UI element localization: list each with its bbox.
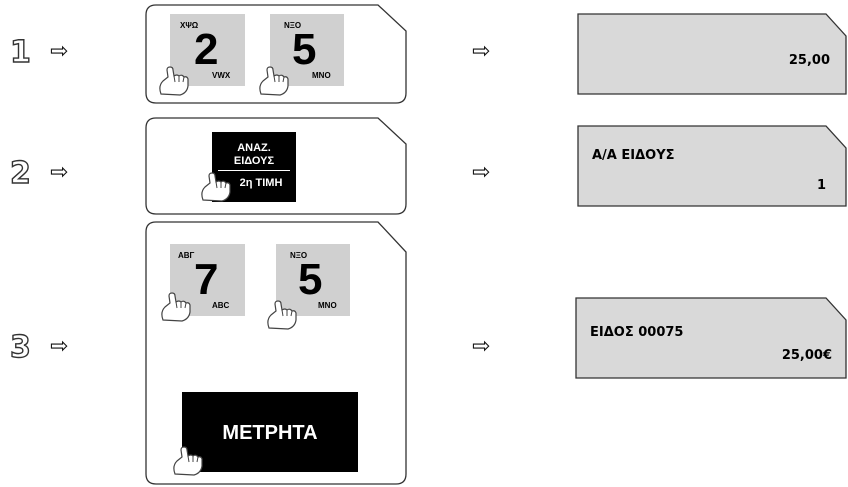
- step-2-number: 2: [9, 156, 31, 191]
- cash-button-label: ΜΕΤΡΗΤΑ: [222, 422, 318, 444]
- hand-pointer-icon: [259, 66, 289, 96]
- key-digit: 5: [292, 25, 317, 74]
- display-line-2: 25,00: [788, 53, 830, 68]
- key-top-letters: ΝΞΟ: [284, 21, 302, 30]
- step-3-number: 3: [9, 330, 31, 365]
- right-arrow-icon: ⇨: [50, 334, 69, 359]
- display-step-3: [575, 297, 847, 379]
- button-divider: [218, 170, 290, 171]
- key-digit: 5: [298, 255, 323, 304]
- key-5[interactable]: ΝΞΟ 5 ΜΝΟ: [276, 244, 350, 316]
- cash-button[interactable]: ΜΕΤΡΗΤΑ: [182, 392, 358, 472]
- right-arrow-icon: ⇨: [472, 39, 491, 64]
- hand-pointer-icon: [159, 66, 189, 96]
- key-sub-letters: ΜΝΟ: [318, 301, 337, 310]
- display-step-1: [577, 13, 847, 95]
- search-item-button[interactable]: ΑΝΑΖ. ΕΙΔΟΥΣ 2η ΤΙΜΗ: [212, 132, 296, 202]
- right-arrow-icon: ⇨: [50, 39, 69, 64]
- display-line-1: Α/Α ΕΙΔΟΥΣ: [592, 148, 675, 163]
- hand-pointer-icon: [161, 292, 191, 322]
- right-arrow-icon: ⇨: [472, 160, 491, 185]
- key-top-letters: ΝΞΟ: [290, 251, 308, 260]
- button-line-3: 2η ΤΙΜΗ: [239, 177, 283, 189]
- display-line-1: ΕΙΔΟΣ 00075: [590, 325, 684, 340]
- key-sub-letters: VWX: [212, 71, 231, 80]
- right-arrow-icon: ⇨: [50, 160, 69, 185]
- display-line-2: 25,00€: [781, 348, 832, 363]
- hand-pointer-icon: [267, 300, 297, 330]
- key-5[interactable]: ΝΞΟ 5 ΜΝΟ: [270, 14, 344, 86]
- display-line-2: 1: [816, 178, 826, 193]
- button-line-2: ΕΙΔΟΥΣ: [233, 155, 275, 167]
- button-line-1: ΑΝΑΖ.: [237, 142, 271, 154]
- display-step-2: [577, 125, 847, 207]
- right-arrow-icon: ⇨: [472, 334, 491, 359]
- step-1-number: 1: [9, 35, 31, 70]
- hand-pointer-icon: [201, 172, 231, 202]
- key-digit: 2: [194, 25, 219, 74]
- key-top-letters: ΧΨΩ: [180, 21, 199, 30]
- key-sub-letters: ΜΝΟ: [312, 71, 331, 80]
- key-2[interactable]: ΧΨΩ 2 VWX: [170, 14, 245, 86]
- key-top-letters: ΑΒΓ: [178, 251, 195, 260]
- hand-pointer-icon: [173, 446, 203, 476]
- key-sub-letters: ABC: [212, 301, 230, 310]
- key-digit: 7: [194, 255, 219, 304]
